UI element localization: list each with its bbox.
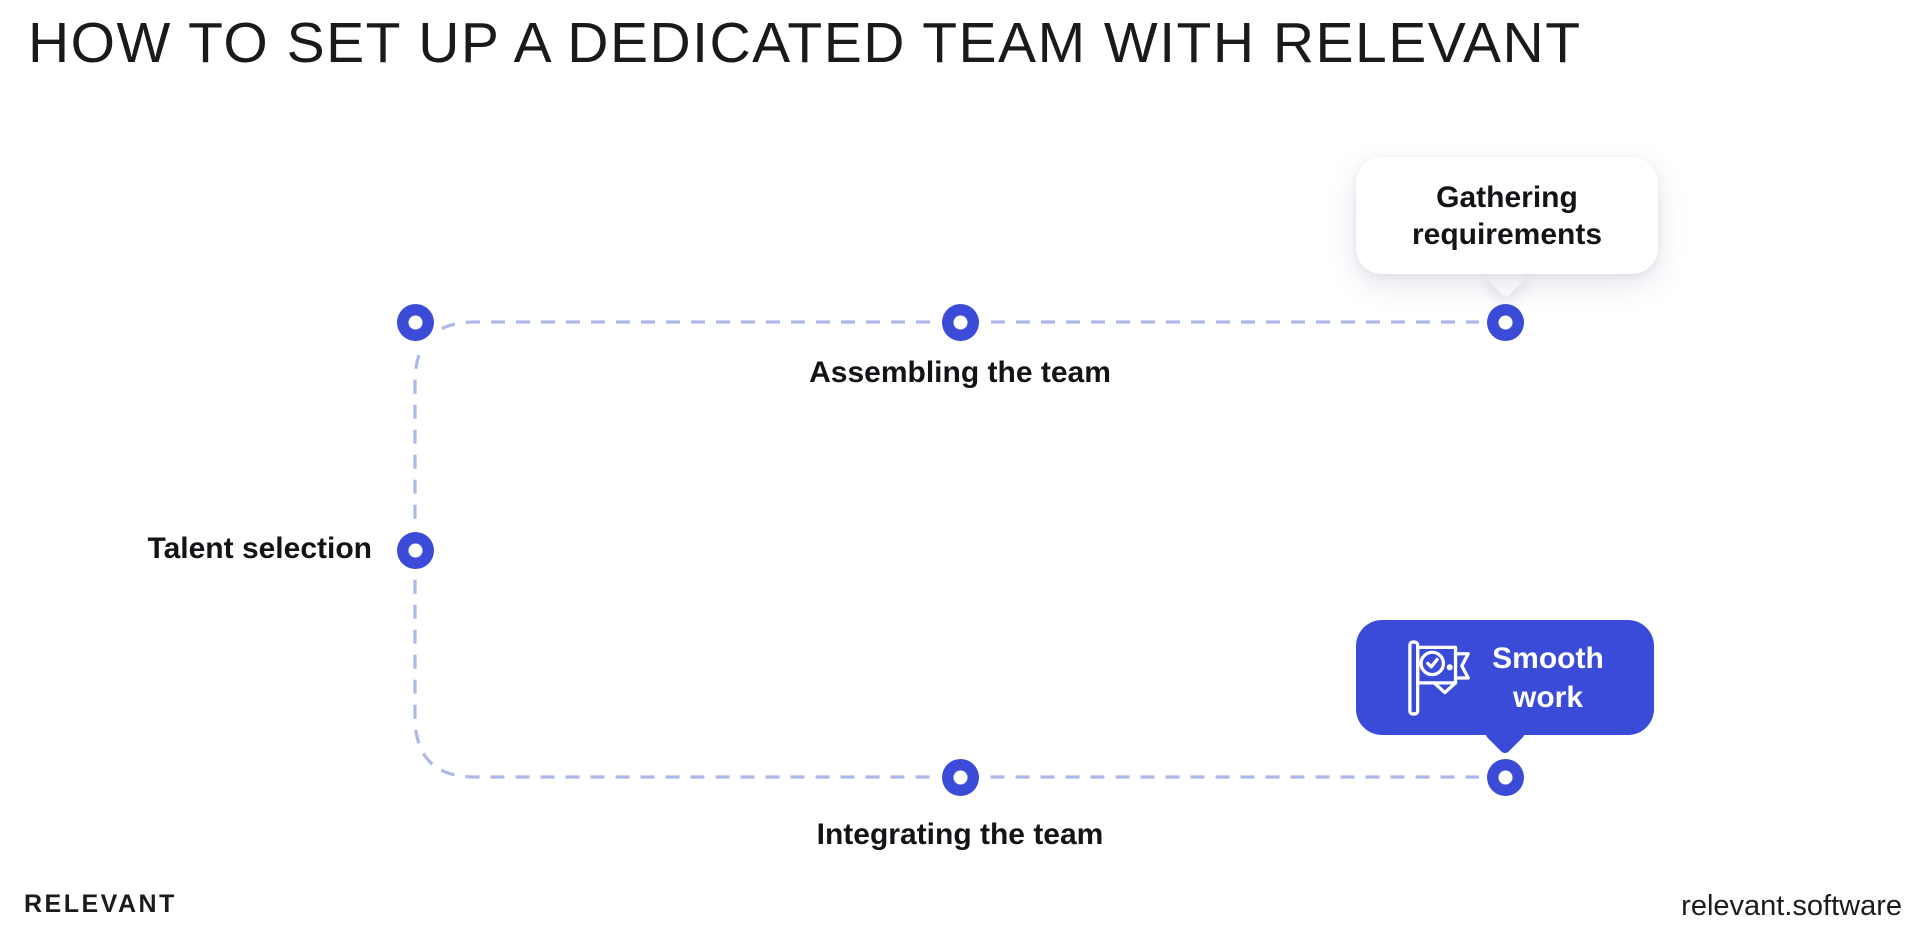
badge-label: Smooth work <box>1492 639 1604 717</box>
flag-check-icon <box>1408 639 1470 716</box>
callout-line-1: Gathering <box>1436 180 1578 214</box>
callout-line-2: requirements <box>1411 217 1603 251</box>
node-gathering-requirements <box>1486 303 1524 341</box>
footer-website: relevant.software <box>1681 890 1902 922</box>
page-title: HOW TO SET UP A DEDICATED TEAM WITH RELE… <box>28 11 1582 75</box>
label-talent-selection: Talent selection <box>147 532 372 565</box>
node-assembling-team <box>396 303 434 341</box>
node-smooth-work <box>1486 758 1524 796</box>
badge-line-1: Smooth <box>1492 641 1604 675</box>
route-path <box>413 320 1505 779</box>
label-assembling-team: Assembling the team <box>809 356 1111 389</box>
node-assembling-team-dot <box>941 303 979 341</box>
node-integrating-team <box>941 758 979 796</box>
footer-logo: RELEVANT <box>24 890 177 918</box>
gathering-requirements-callout: Gathering requirements <box>1356 157 1658 274</box>
smooth-work-badge: Smooth work <box>1356 620 1654 735</box>
node-talent-selection <box>396 531 434 569</box>
badge-line-2: work <box>1512 680 1584 714</box>
label-integrating-team: Integrating the team <box>816 818 1104 851</box>
